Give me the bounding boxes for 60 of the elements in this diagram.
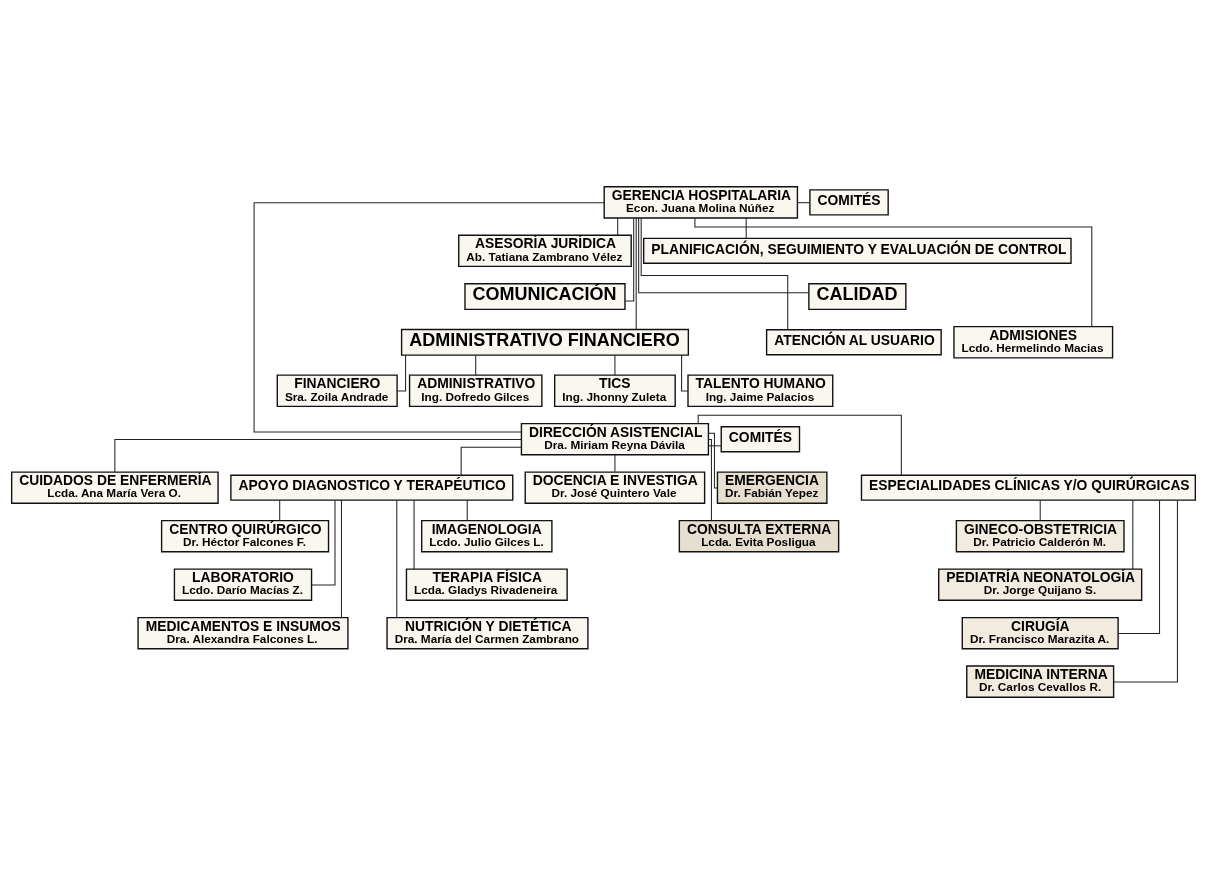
node-box: CONSULTA EXTERNA Lcda. Evita Posligua [678, 519, 840, 552]
connector [396, 354, 407, 392]
node-box: COMUNICACIÓN [464, 282, 626, 310]
node-box: COMITÉS [809, 188, 889, 215]
connector [617, 216, 619, 235]
node-box: DIRECCIÓN ASISTENCIAL Dra. Miriam Reyna Dávila [520, 422, 710, 455]
node-box: ADMINISTRATIVO Ing. Dofredo Gilces [408, 373, 543, 407]
node-box: PLANIFICACIÓN, SEGUIMIENTO Y EVALUACIÓN DE CONTROL [642, 237, 1072, 264]
node-box: TALENTO HUMANO Ing. Jaime Palacios [687, 373, 834, 407]
connector [635, 217, 637, 330]
connector [1113, 499, 1178, 682]
connector [466, 499, 468, 521]
node-box: ADMISIONES Lcdo. Hermelindo Macias [953, 325, 1114, 359]
node-box: ATENCIÓN AL USUARIO [765, 328, 942, 355]
connector [697, 414, 902, 476]
connector [640, 217, 789, 330]
node-box: TERAPIA FÍSICA Lcda. Gladys Rivadeneira [405, 567, 568, 601]
node-box: EMERGENCIA Dr. Fabián Yepez [716, 470, 828, 504]
connector [253, 201, 605, 432]
node-box: FINANCIERO Sra. Zoila Andrade [276, 373, 398, 407]
connector [694, 217, 1093, 327]
connector [797, 201, 811, 203]
connector [681, 354, 689, 392]
connector [279, 499, 281, 521]
connector [114, 438, 522, 472]
connector [614, 354, 616, 376]
connector [745, 216, 747, 239]
connector [340, 499, 342, 618]
node-box: PEDIATRÍA NEONATOLOGÍA Dr. Jorge Quijano S. [938, 567, 1143, 601]
node-box: APOYO DIAGNOSTICO Y TERAPÉUTICO [230, 474, 514, 501]
connector [707, 438, 712, 521]
connector [475, 354, 477, 376]
connector [614, 453, 616, 472]
connector [413, 499, 415, 570]
node-box: IMAGENOLOGIA Lcdo. Julio Gilces L. [421, 519, 553, 552]
node-box: COMITÉS [720, 425, 801, 452]
node-box: ASESORÍA JURÍDICA Ab. Tatiana Zambrano Vélez [458, 234, 632, 267]
node-box: GINECO-OBSTETRICIA Dr. Patricio Calderón M. [955, 519, 1125, 552]
node-box: ADMINISTRATIVO FINANCIERO [400, 328, 690, 356]
node-box: MEDICINA INTERNA Dr. Carlos Cevallos R. [966, 664, 1115, 698]
connector [396, 499, 398, 618]
node-box: MEDICAMENTOS E INSUMOS Dra. Alexandra Falcones L. [137, 616, 349, 649]
connector [1132, 499, 1134, 570]
node-box: CALIDAD [808, 282, 907, 310]
connector [638, 217, 810, 293]
node-box: NUTRICIÓN Y DIETÉTICA Dra. María del Carmen Zambrano [386, 616, 589, 649]
connector [460, 446, 522, 476]
node-box: LABORATORIO Lcdo. Darío Macías Z. [173, 567, 313, 601]
connector [311, 499, 336, 586]
node-box: GERENCIA HOSPITALARIA Econ. Juana Molina Núñez [603, 185, 799, 219]
node-box: CIRUGÍA Dr. Francisco Marazita A. [961, 616, 1119, 649]
node-box: DOCENCIA E INVESTIGA Dr. José Quintero Vale [524, 470, 706, 504]
node-box: CENTRO QUIRÚRGICO Dr. Héctor Falcones F. [160, 519, 330, 552]
node-box: ESPECIALIDADES CLÍNICAS Y/O QUIRÚRGICAS [860, 474, 1197, 501]
connector [1117, 499, 1161, 634]
connector [708, 432, 718, 489]
connector [1039, 499, 1041, 521]
connector [624, 216, 635, 302]
node-box: TICS Ing. Jhonny Zuleta [553, 373, 676, 407]
node-box: CUIDADOS DE ENFERMERÍA Lcda. Ana María Vera O. [10, 470, 219, 504]
